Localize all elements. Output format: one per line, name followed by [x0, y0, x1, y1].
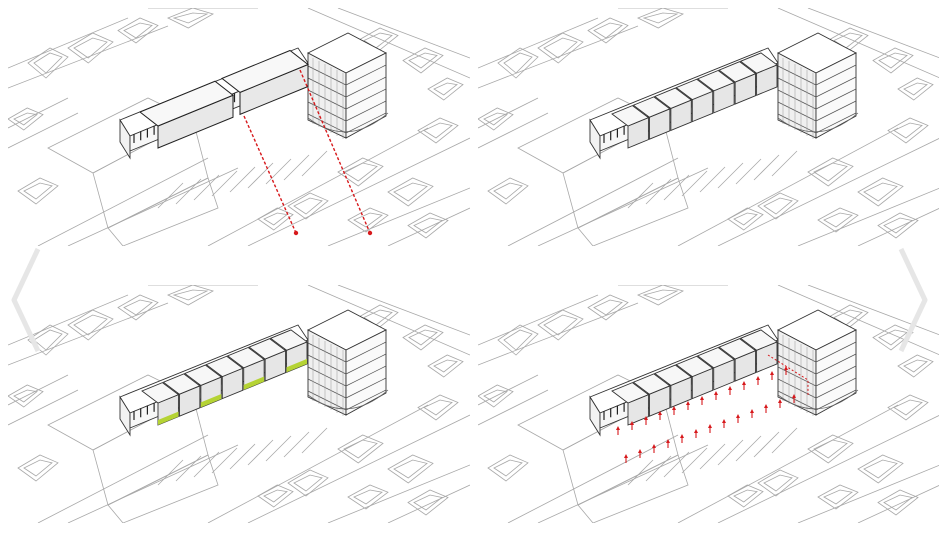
access-arrow: [708, 424, 712, 428]
courtyard-massing: [611, 52, 778, 149]
access-arrow: [792, 394, 796, 398]
axis-endpoint: [367, 230, 373, 236]
courtyard-massing: [141, 329, 308, 426]
access-arrow: [686, 401, 690, 405]
access-arrow: [658, 411, 662, 415]
green-strip: [243, 376, 265, 390]
access-arrow: [736, 414, 740, 418]
green-strip: [286, 358, 307, 373]
access-arrow: [714, 391, 718, 395]
access-arrow: [630, 421, 634, 425]
axonometric-diagram: [8, 285, 470, 523]
access-arrow: [756, 376, 760, 380]
urban-context-linework: [8, 8, 470, 246]
access-arrow: [644, 416, 648, 420]
diagram-panel-access-points[interactable]: [478, 285, 939, 523]
urban-context-linework: [478, 285, 939, 523]
access-arrow: [778, 399, 782, 403]
tower-block: [777, 32, 859, 139]
tower-block: [777, 309, 859, 416]
access-arrow: [616, 426, 620, 430]
green-strip: [158, 411, 179, 425]
access-arrow: [742, 381, 746, 385]
access-arrow: [680, 434, 684, 438]
chevron-left-icon: [11, 247, 41, 353]
access-arrow: [700, 396, 704, 400]
axis-line: [243, 115, 297, 234]
tower-block: [307, 309, 389, 416]
axonometric-diagram: [8, 8, 470, 246]
urban-context-linework: [8, 285, 470, 523]
previous-slide-button[interactable]: [8, 245, 42, 355]
access-arrow: [694, 429, 698, 433]
access-arrow: [722, 419, 726, 423]
courtyard-massing: [611, 329, 809, 463]
axonometric-diagram: [478, 8, 939, 246]
tower-block: [307, 32, 389, 139]
courtyard-massing: [139, 49, 373, 236]
diagram-panel-axes[interactable]: [8, 8, 470, 246]
access-route: [767, 354, 809, 395]
access-arrow: [728, 386, 732, 390]
access-arrow: [764, 404, 768, 408]
access-arrow: [666, 439, 670, 443]
access-arrow: [652, 444, 656, 448]
access-arrow: [638, 449, 642, 453]
axis-line: [299, 69, 371, 234]
access-arrow: [784, 366, 788, 370]
chevron-right-icon: [898, 247, 928, 353]
diagram-panel-green-strips[interactable]: [8, 285, 470, 523]
diagram-panel-subdivided[interactable]: [478, 8, 939, 246]
axis-endpoint: [293, 230, 299, 236]
next-slide-button[interactable]: [897, 245, 931, 355]
green-strip: [200, 394, 222, 408]
access-arrow: [770, 371, 774, 375]
access-arrow: [624, 454, 628, 458]
access-arrow: [750, 409, 754, 413]
urban-context-linework: [478, 8, 939, 246]
axonometric-diagram: [478, 285, 939, 523]
access-arrow: [672, 406, 676, 410]
